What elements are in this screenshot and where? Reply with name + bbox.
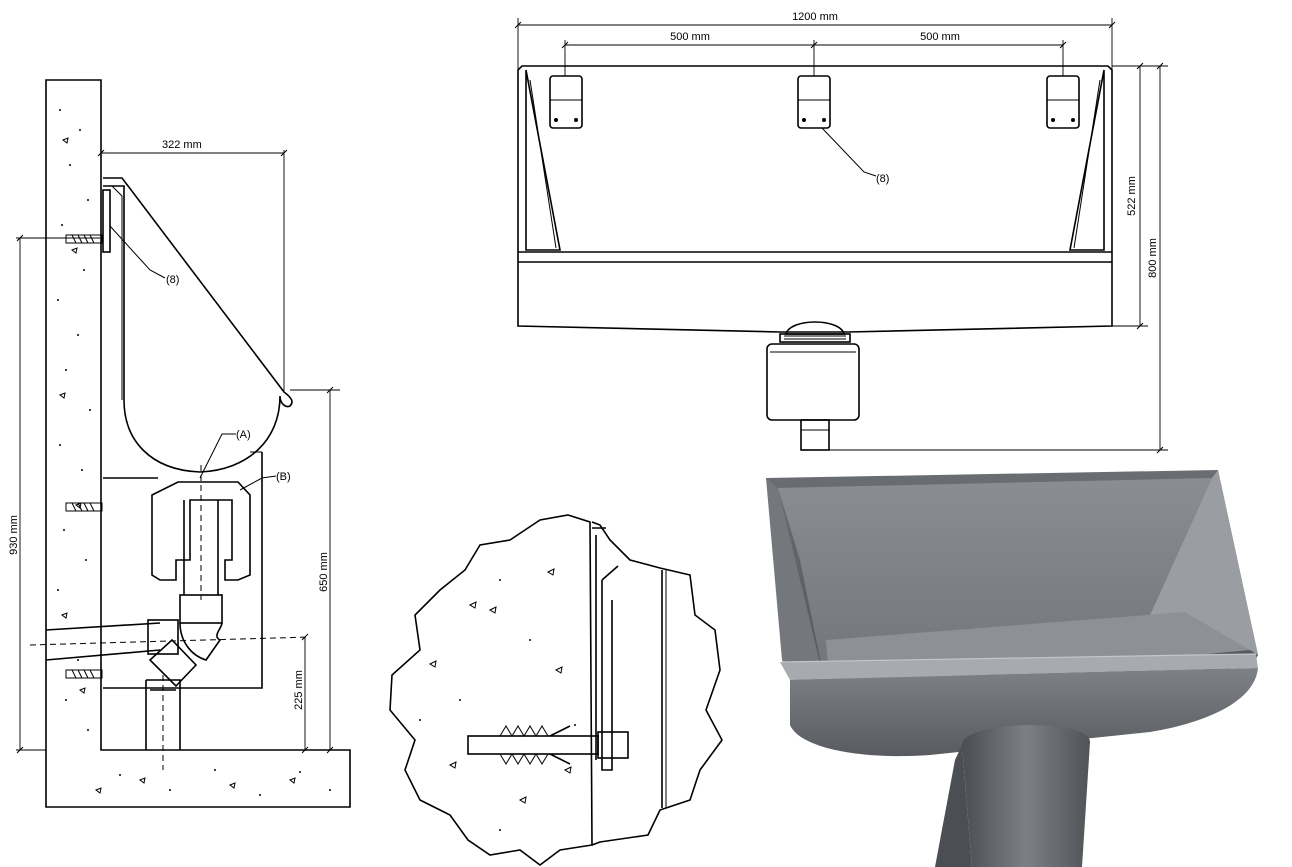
front-view: 1200 mm 500 mm 500 mm 522 mm 800 mm (8) [514,11,1168,454]
urinal-side-profile [103,177,293,473]
drain-thread [779,333,851,343]
dimension-bracket-spacing [561,40,1067,76]
dimension-width [514,18,1116,70]
render-front-lip [790,668,1258,757]
dimension-outlet-height [301,633,309,754]
detail-cut-outline [591,521,723,846]
anchor-detail-view [389,514,723,866]
label-bracket-front: (8) [876,173,889,185]
label-1200mm: 1200 mm [792,11,838,23]
detail-concrete-texture [419,568,576,831]
leader-b [239,475,277,491]
front-bracket-center [797,75,831,129]
label-225mm: 225 mm [293,670,305,710]
side-wall-bracket [102,189,111,253]
label-650mm: 650 mm [318,552,330,592]
side-view: 322 mm 930 mm 650 mm 225 mm (8) (A) (B) [8,79,351,808]
urinal-right-side-panel [1069,69,1105,251]
urinal-inner-edges [529,79,1101,249]
render-right-inner-side [1150,470,1258,655]
leader-8-side [109,225,166,279]
urinal-rim-line [518,251,1112,263]
pipe-coupling [179,594,223,624]
leader-8-front [821,127,877,177]
urinal-front-outline [517,65,1113,333]
wall-anchor-top [65,234,103,244]
label-a: (A) [236,429,251,441]
render-rim-highlight [781,653,1257,663]
label-930mm: 930 mm [8,515,20,555]
trap-front-outlet [800,419,830,451]
front-bracket-right [1046,75,1080,129]
label-bracket-side: (8) [166,274,179,286]
trap-front-body [766,343,860,421]
urinal-3d-render [766,470,1258,867]
side-wall-concrete [45,79,351,808]
pipe-wye-fitting [148,638,198,688]
urinal-inner-line [111,185,123,400]
label-500mm-right: 500 mm [920,31,960,43]
waste-pipe-socket [147,619,179,655]
drain-thread-lines [784,335,846,340]
trap-housing [103,452,263,689]
urinal-left-side-panel [525,69,561,251]
pipe-elbow [179,622,223,661]
render-drain-pipe [962,725,1090,867]
label-522mm: 522 mm [1126,176,1138,216]
dimension-rim-height [290,386,340,754]
label-500mm-left: 500 mm [670,31,710,43]
label-322mm: 322 mm [162,139,202,151]
horizontal-waste-pipe [45,622,161,661]
trap-outlet-pipe [183,500,219,595]
detail-urinal-wall [592,527,619,771]
dimension-total-height [16,234,100,754]
trap-body [151,481,251,581]
wall-anchor-middle [65,502,103,512]
dimension-overall-height [829,62,1168,454]
leader-a [199,433,236,479]
detail-concrete-blob [389,514,593,866]
wall-anchor-bottom [65,669,103,679]
front-bracket-left [549,75,583,129]
label-800mm: 800 mm [1147,238,1159,278]
dimension-depth [97,149,288,392]
render-pipe-left-shadow [935,745,972,867]
label-b: (B) [276,471,291,483]
detail-expansion-anchor [467,725,629,765]
